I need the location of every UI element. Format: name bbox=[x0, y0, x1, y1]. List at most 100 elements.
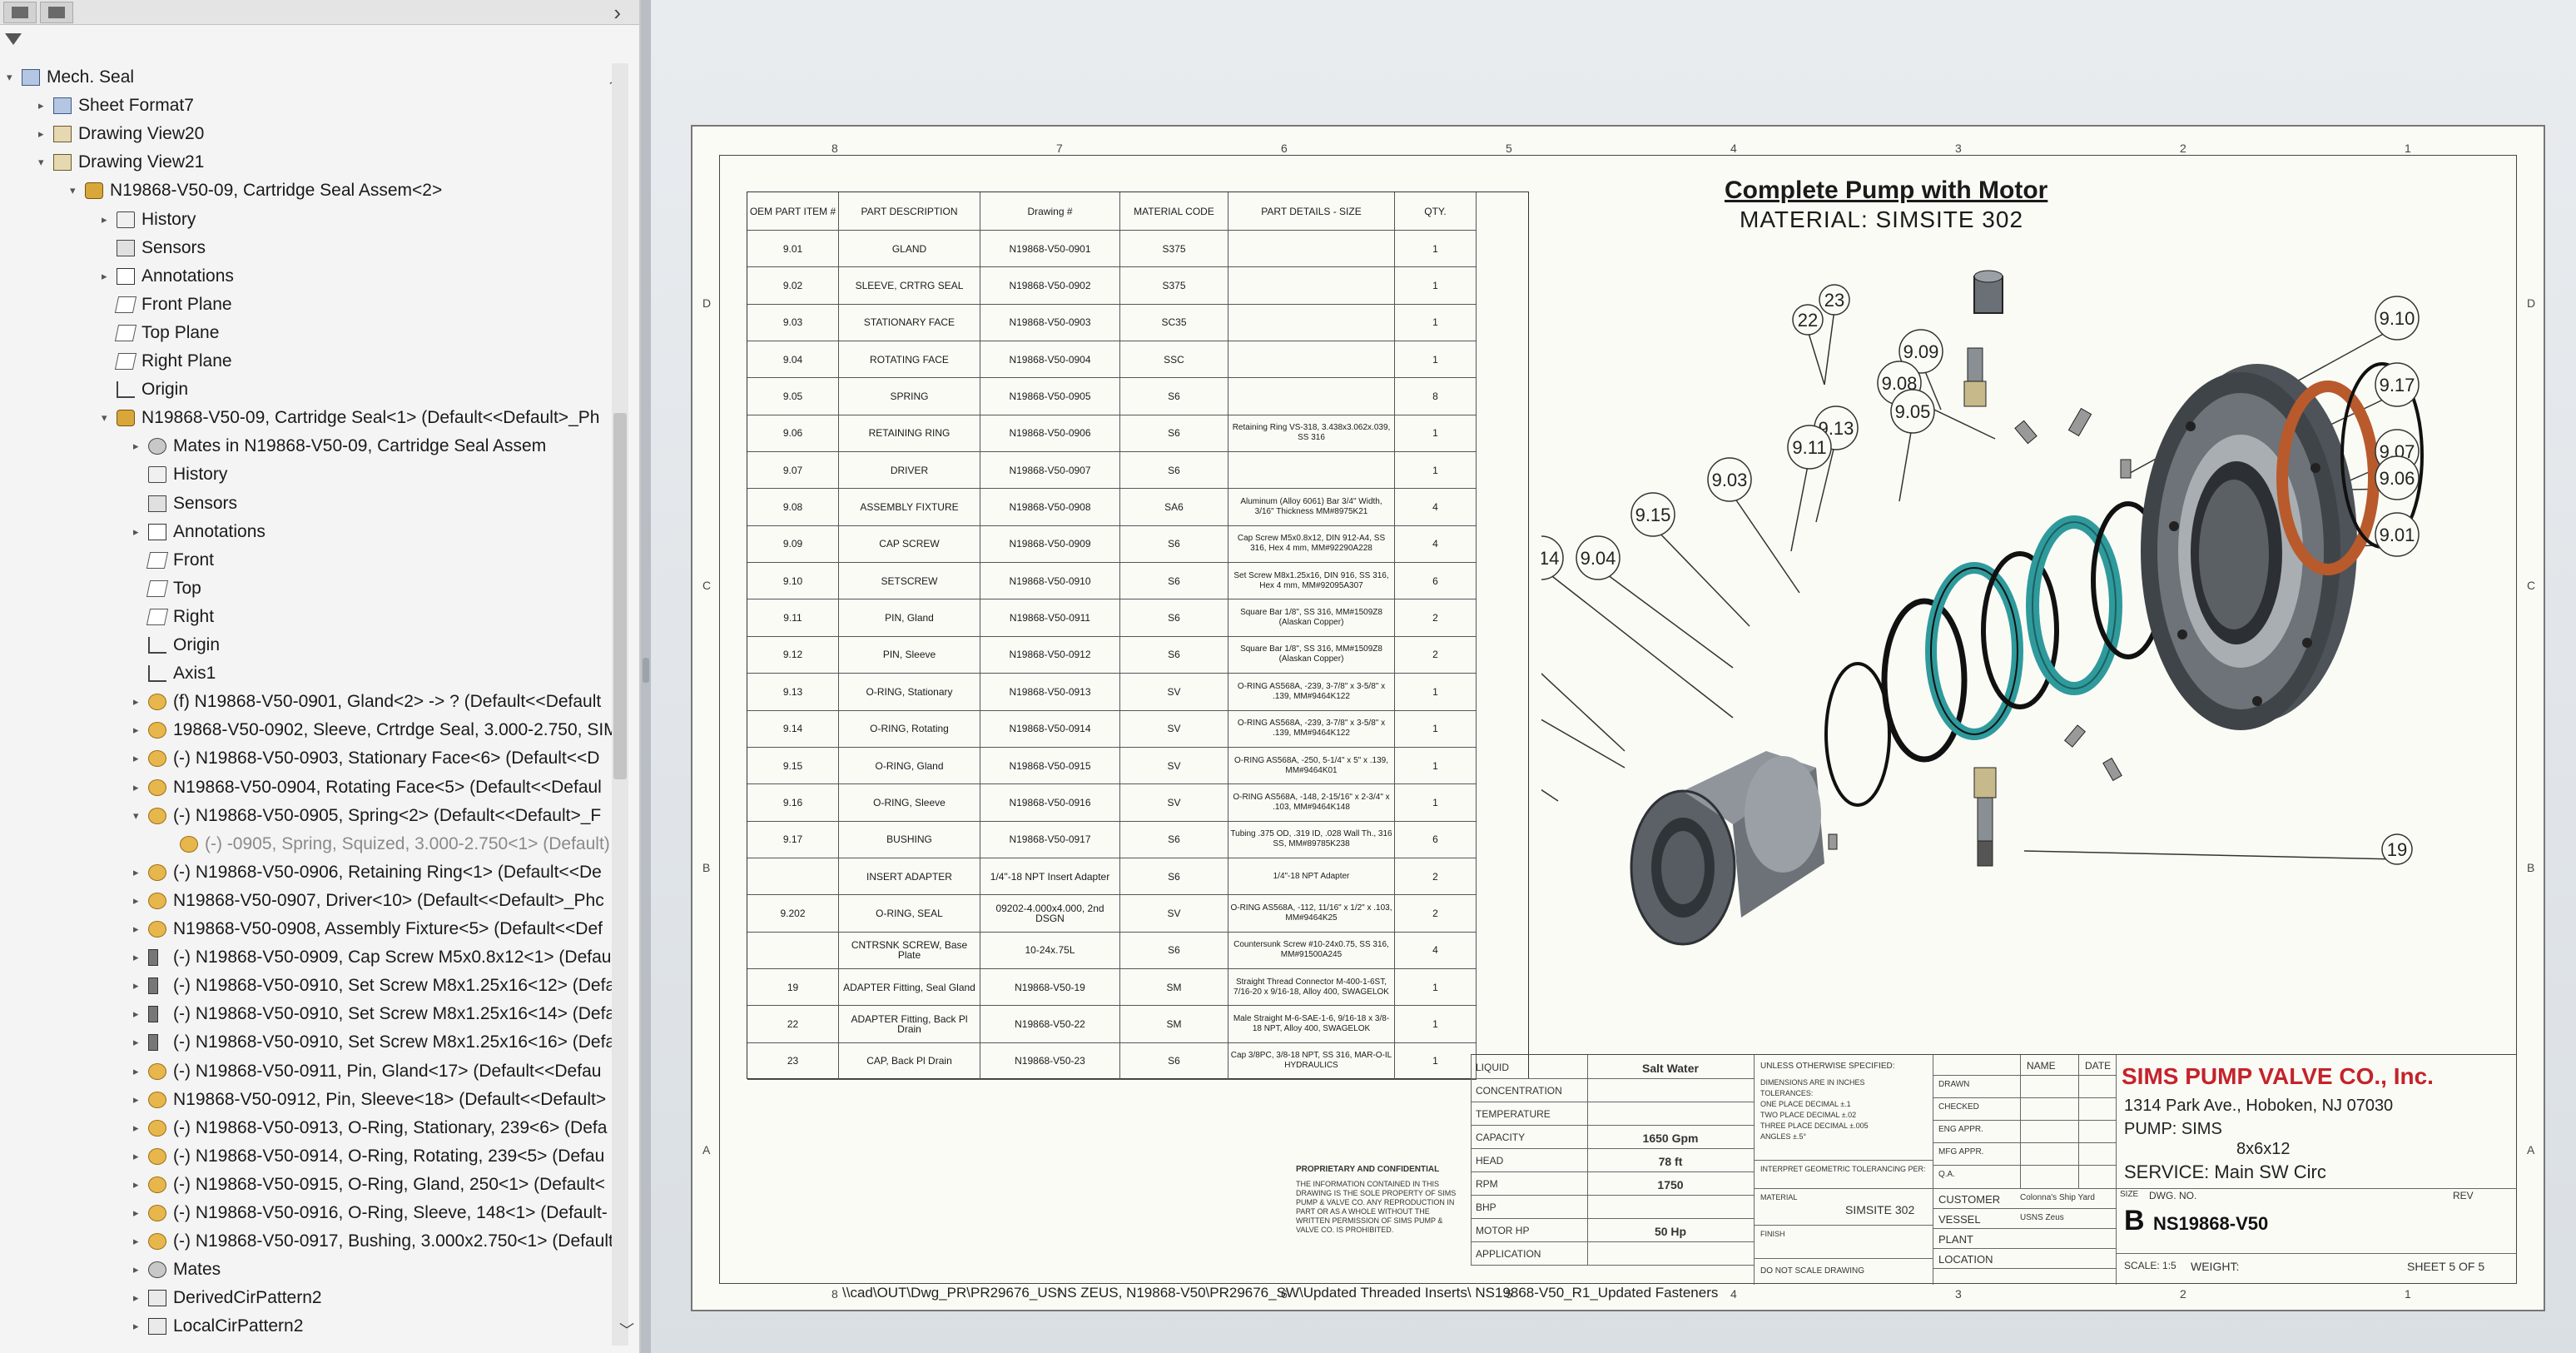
tree-node[interactable]: ▸N19868-V50-0912, Pin, Sleeve<18> (Defau… bbox=[0, 1086, 612, 1114]
tree-node[interactable]: ▾Mech. Seal bbox=[0, 63, 612, 92]
tree-node[interactable]: ▾N19868-V50-09, Cartridge Seal<1> (Defau… bbox=[0, 404, 612, 432]
collapsed-caret-icon[interactable]: ▸ bbox=[133, 1064, 139, 1077]
collapsed-caret-icon[interactable]: ▸ bbox=[133, 695, 139, 709]
balloon-circle[interactable] bbox=[1890, 389, 1935, 434]
collapsed-caret-icon[interactable]: ▸ bbox=[133, 1206, 139, 1219]
collapsed-caret-icon[interactable]: ▸ bbox=[133, 893, 139, 907]
collapsed-caret-icon[interactable]: ▸ bbox=[133, 780, 139, 793]
collapsed-caret-icon[interactable]: ▸ bbox=[133, 951, 139, 964]
tree-node[interactable]: ▸(-) N19868-V50-0917, Bushing, 3.000x2.7… bbox=[0, 1227, 612, 1256]
tree-node[interactable]: History bbox=[0, 460, 612, 489]
balloon-circle[interactable] bbox=[1787, 425, 1832, 470]
collapsed-caret-icon[interactable]: ▸ bbox=[133, 1007, 139, 1021]
tree-node[interactable]: ▸N19868-V50-0907, Driver<10> (Default<<D… bbox=[0, 887, 612, 915]
collapsed-caret-icon[interactable]: ▸ bbox=[133, 1177, 139, 1191]
tree-node[interactable]: Right bbox=[0, 603, 612, 631]
tree-node[interactable]: ▸(f) N19868-V50-0901, Gland<2> -> ? (Def… bbox=[0, 688, 612, 716]
filter-icon[interactable] bbox=[5, 33, 22, 45]
balloon-circle[interactable] bbox=[1630, 492, 1675, 537]
collapsed-caret-icon[interactable]: ▸ bbox=[133, 865, 139, 878]
collapsed-caret-icon[interactable]: ▸ bbox=[133, 979, 139, 992]
tree-node[interactable]: ▾Drawing View21 bbox=[0, 148, 612, 177]
tree-node[interactable]: Front Plane bbox=[0, 291, 612, 319]
feature-manager-tab-icon[interactable] bbox=[3, 2, 37, 23]
collapsed-caret-icon[interactable]: ▸ bbox=[133, 1320, 139, 1333]
expanded-caret-icon[interactable]: ▾ bbox=[38, 156, 44, 169]
tree-node[interactable]: ▸(-) N19868-V50-0916, O-Ring, Sleeve, 14… bbox=[0, 1199, 612, 1227]
collapsed-caret-icon[interactable]: ▸ bbox=[133, 1263, 139, 1276]
property-manager-tab-icon[interactable] bbox=[40, 2, 73, 23]
tree-node[interactable]: ▸(-) N19868-V50-0909, Cap Screw M5x0.8x1… bbox=[0, 943, 612, 972]
balloon-circle[interactable] bbox=[2381, 833, 2413, 865]
balloon-circle[interactable] bbox=[2375, 296, 2420, 341]
collapsed-caret-icon[interactable]: ▸ bbox=[38, 127, 44, 141]
tree-node[interactable]: ▸Annotations bbox=[0, 518, 612, 546]
tree-node[interactable]: ▸N19868-V50-0908, Assembly Fixture<5> (D… bbox=[0, 915, 612, 943]
collapsed-caret-icon[interactable]: ▸ bbox=[133, 525, 139, 538]
balloon-circle[interactable] bbox=[2375, 512, 2420, 557]
tree-node[interactable]: ▾(-) N19868-V50-0905, Spring<2> (Default… bbox=[0, 802, 612, 830]
balloon-circle[interactable] bbox=[1576, 535, 1621, 580]
tree-node[interactable]: ▸History bbox=[0, 206, 612, 234]
tree-node[interactable]: Right Plane bbox=[0, 347, 612, 376]
tree-node[interactable]: Sensors bbox=[0, 490, 612, 518]
balloon-circle[interactable] bbox=[2375, 455, 2420, 500]
collapsed-caret-icon[interactable]: ▸ bbox=[133, 1092, 139, 1106]
chevron-down-icon[interactable]: ﹀ bbox=[619, 1322, 634, 1339]
collapsed-caret-icon[interactable]: ▸ bbox=[133, 724, 139, 737]
balloon-circle[interactable] bbox=[1707, 457, 1752, 502]
tree-node[interactable]: Origin bbox=[0, 631, 612, 659]
tree-node[interactable]: ▸(-) N19868-V50-0903, Stationary Face<6>… bbox=[0, 744, 612, 773]
collapsed-caret-icon[interactable]: ▸ bbox=[133, 1235, 139, 1248]
balloon-circle[interactable] bbox=[1541, 535, 1564, 580]
tree-node[interactable]: ▾N19868-V50-09, Cartridge Seal Assem<2> bbox=[0, 177, 612, 205]
chevron-right-icon[interactable]: › bbox=[613, 0, 621, 25]
tree-node[interactable]: Top bbox=[0, 575, 612, 603]
balloon-circle[interactable] bbox=[2375, 362, 2420, 407]
collapsed-caret-icon[interactable]: ▸ bbox=[102, 269, 107, 282]
tree-node[interactable]: ▸(-) N19868-V50-0910, Set Screw M8x1.25x… bbox=[0, 972, 612, 1000]
tree-scrollbar[interactable] bbox=[612, 63, 628, 1346]
tree-node[interactable]: Axis1 bbox=[0, 659, 612, 688]
tree-node[interactable]: ▸Mates bbox=[0, 1256, 612, 1284]
tree-node[interactable]: ▸(-) N19868-V50-0910, Set Screw M8x1.25x… bbox=[0, 1028, 612, 1057]
exploded-assembly-view[interactable]: 23229.109.099.179.089.079.059.139.069.11… bbox=[1541, 251, 2490, 1084]
collapsed-caret-icon[interactable]: ▸ bbox=[133, 440, 139, 453]
tree-node[interactable]: Top Plane bbox=[0, 319, 612, 347]
balloon-circle[interactable] bbox=[1792, 304, 1824, 336]
collapsed-caret-icon[interactable]: ▸ bbox=[133, 1036, 139, 1049]
expanded-caret-icon[interactable]: ▾ bbox=[102, 411, 107, 425]
splitter-grip[interactable] bbox=[643, 658, 649, 683]
collapsed-caret-icon[interactable]: ▸ bbox=[38, 99, 44, 112]
balloon-circle[interactable] bbox=[1819, 284, 1850, 316]
tree-node[interactable]: ▸Mates in N19868-V50-09, Cartridge Seal … bbox=[0, 432, 612, 460]
collapsed-caret-icon[interactable]: ▸ bbox=[133, 752, 139, 765]
tree-node[interactable]: ▸(-) N19868-V50-0910, Set Screw M8x1.25x… bbox=[0, 1000, 612, 1028]
tree-node[interactable]: ▸19868-V50-0902, Sleeve, Crtrdge Seal, 3… bbox=[0, 716, 612, 744]
expanded-caret-icon[interactable]: ▾ bbox=[133, 808, 139, 822]
tree-node[interactable]: ▸(-) N19868-V50-0911, Pin, Gland<17> (De… bbox=[0, 1057, 612, 1086]
tree-node[interactable]: ▸Drawing View20 bbox=[0, 120, 612, 148]
tree-scrollbar-thumb[interactable] bbox=[613, 413, 627, 779]
tree-node[interactable]: ▸LocalCirPattern2 bbox=[0, 1312, 612, 1341]
tree-node[interactable]: ▸(-) N19868-V50-0914, O-Ring, Rotating, … bbox=[0, 1142, 612, 1171]
tree-node[interactable]: Origin bbox=[0, 376, 612, 404]
expanded-caret-icon[interactable]: ▾ bbox=[7, 71, 12, 83]
tree-node[interactable]: ▸(-) N19868-V50-0915, O-Ring, Gland, 250… bbox=[0, 1171, 612, 1199]
tree-node[interactable]: ▸Sheet Format7 bbox=[0, 92, 612, 120]
collapsed-caret-icon[interactable]: ▸ bbox=[133, 1291, 139, 1305]
tree-node[interactable]: ▸(-) N19868-V50-0906, Retaining Ring<1> … bbox=[0, 858, 612, 887]
tree-node[interactable]: ▸(-) N19868-V50-0913, O-Ring, Stationary… bbox=[0, 1114, 612, 1142]
tree-node[interactable]: (-) -0905, Spring, Squized, 3.000-2.750<… bbox=[0, 830, 612, 858]
collapsed-caret-icon[interactable]: ▸ bbox=[133, 923, 139, 935]
panel-splitter[interactable] bbox=[641, 0, 651, 1353]
tree-node[interactable]: Front bbox=[0, 546, 612, 575]
collapsed-caret-icon[interactable]: ▸ bbox=[133, 1121, 139, 1134]
tree-node[interactable]: Sensors bbox=[0, 234, 612, 262]
collapsed-caret-icon[interactable]: ▸ bbox=[133, 1149, 139, 1162]
balloon-circle[interactable] bbox=[1898, 329, 1943, 374]
